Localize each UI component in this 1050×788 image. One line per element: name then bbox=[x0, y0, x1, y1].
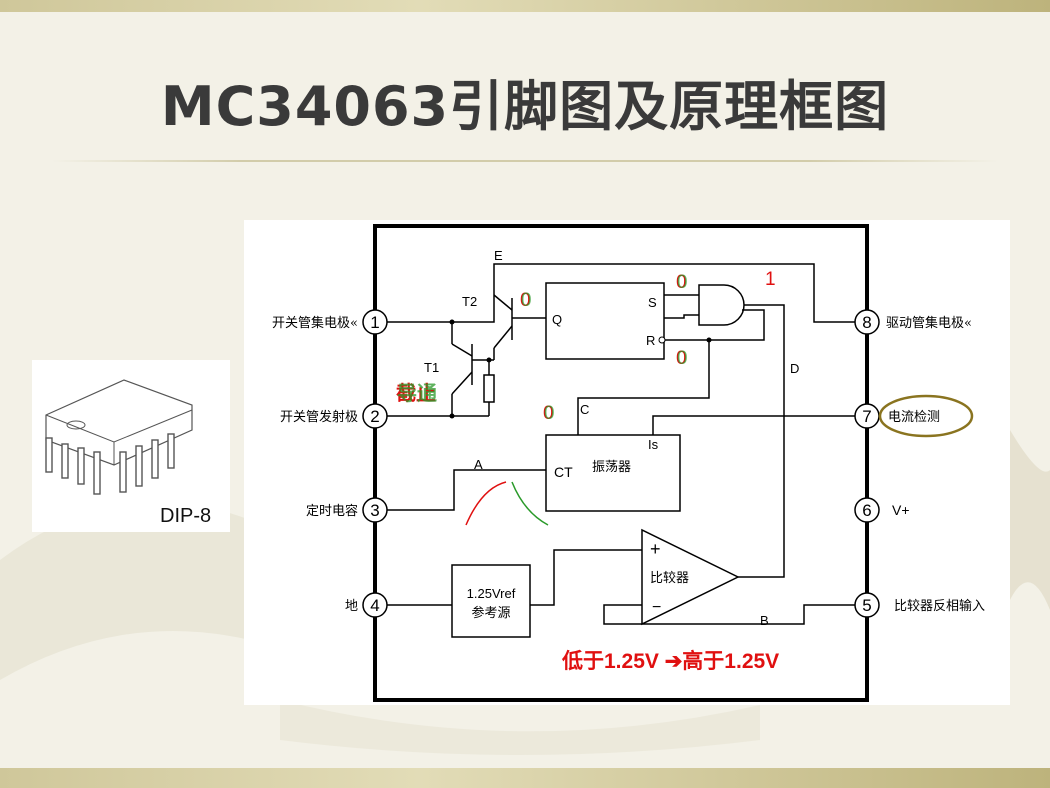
node-c-label: C bbox=[580, 402, 589, 417]
block-diagram: 1 2 3 4 8 7 6 5 开关管集电极« 开关管发射极 定时电容 地 驱动… bbox=[244, 220, 1010, 705]
oscillator-ct-label: CT bbox=[554, 464, 573, 480]
and-input-state-overlay: 0 bbox=[677, 272, 688, 293]
t2-label: T2 bbox=[462, 294, 477, 309]
comparator-name: 比较器 bbox=[650, 571, 689, 586]
comparator-triangle bbox=[641, 528, 740, 626]
reset-state-overlay: 0 bbox=[677, 348, 688, 369]
pin4-number: 4 bbox=[370, 596, 379, 615]
pin6-label: V+ bbox=[892, 502, 910, 518]
flipflop-s-label: S bbox=[648, 295, 657, 310]
threshold-caption: 低于1.25V ➔高于1.25V bbox=[561, 649, 779, 673]
pin6-number: 6 bbox=[862, 501, 871, 520]
chip-outline bbox=[373, 224, 869, 702]
slide-title: MC34063引脚图及原理框图 bbox=[160, 75, 890, 138]
dip8-chip-drawing bbox=[45, 379, 193, 495]
reference-line1: 1.25Vref bbox=[467, 586, 516, 601]
t2-base-state-overlay: 0 bbox=[521, 290, 532, 311]
reference-line2: 参考源 bbox=[471, 605, 510, 621]
t2-base-state: 0 bbox=[520, 290, 531, 311]
diagram-svg: 1 2 3 4 8 7 6 5 开关管集电极« 开关管发射极 定时电容 地 驱动… bbox=[272, 224, 985, 702]
pin2-number: 2 bbox=[370, 407, 379, 426]
c-node-state-overlay: 0 bbox=[544, 403, 555, 424]
pin3-number: 3 bbox=[370, 501, 379, 520]
current-sense-highlight bbox=[878, 394, 974, 438]
node-d-label: D bbox=[790, 361, 799, 376]
t1-state-label: 截止 bbox=[396, 381, 436, 405]
reference-block bbox=[451, 564, 531, 638]
title-divider bbox=[52, 160, 998, 162]
node-e-label: E bbox=[494, 248, 503, 263]
bottom-band bbox=[0, 768, 1050, 788]
charge-curve bbox=[465, 481, 507, 526]
flipflop-r-label: R bbox=[646, 333, 655, 348]
pin8-label: 驱动管集电极« bbox=[886, 315, 972, 331]
pin3-label: 定时电容 bbox=[306, 503, 358, 519]
dip8-package-image bbox=[32, 360, 230, 532]
pin2-label: 开关管发射极 bbox=[280, 409, 358, 425]
package-label: DIP-8 bbox=[160, 505, 212, 527]
comparator-minus: − bbox=[652, 599, 661, 616]
flipflop-block bbox=[545, 282, 665, 360]
pin1-label: 开关管集电极« bbox=[272, 315, 358, 331]
and-output-state: 1 bbox=[765, 269, 776, 290]
top-band bbox=[0, 0, 1050, 12]
node-a-label: A bbox=[474, 457, 483, 472]
pin1-number: 1 bbox=[370, 313, 379, 332]
flipflop-q-label: Q bbox=[552, 312, 562, 327]
oscillator-block bbox=[545, 434, 681, 512]
and-input-state: 0 bbox=[676, 272, 687, 293]
oscillator-name: 振荡器 bbox=[592, 460, 631, 475]
pin5-number: 5 bbox=[862, 596, 871, 615]
and-gate bbox=[698, 284, 745, 326]
reset-state: 0 bbox=[676, 348, 687, 369]
pin7-label: 电流检测 bbox=[888, 410, 940, 425]
pin5-label: 比较器反相输入 bbox=[894, 598, 985, 614]
pin8-number: 8 bbox=[862, 313, 871, 332]
discharge-curve bbox=[511, 481, 549, 526]
c-node-state: 0 bbox=[543, 403, 554, 424]
oscillator-is-label: Is bbox=[648, 437, 659, 452]
t1-label: T1 bbox=[424, 360, 439, 375]
pin4-label: 地 bbox=[345, 599, 358, 614]
t1-state-overlay: 导通 bbox=[397, 381, 437, 405]
pin7-number: 7 bbox=[862, 407, 871, 426]
node-b-label: B bbox=[760, 613, 769, 628]
comparator-plus: + bbox=[650, 539, 661, 559]
